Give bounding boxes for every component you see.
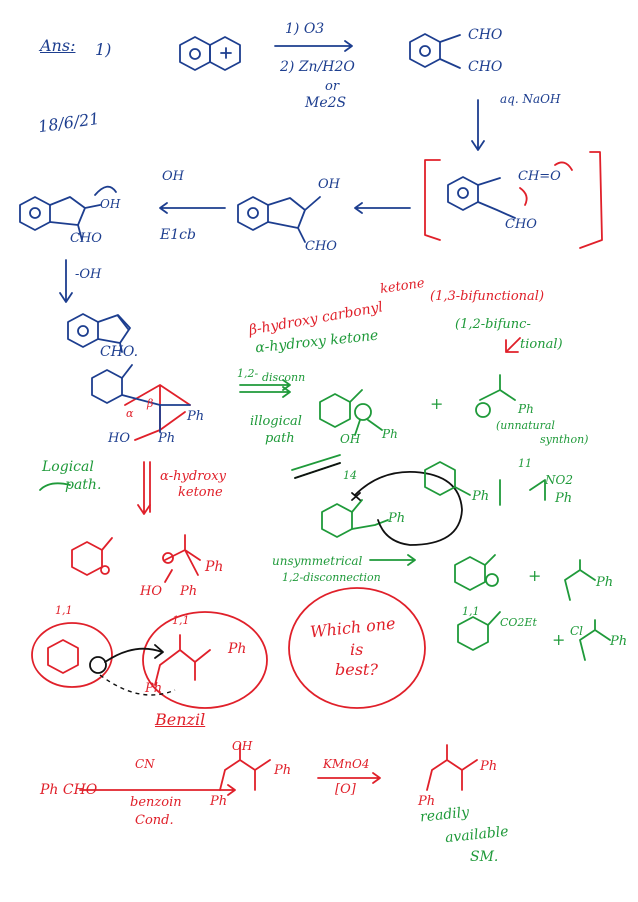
blue-structures bbox=[19, 33, 485, 353]
benzil-ph: Ph bbox=[228, 641, 247, 657]
naoh-reagent: aq. NaOH bbox=[500, 92, 561, 106]
zinc-water-step: 2) Zn/H2O bbox=[280, 59, 355, 75]
beta-position: β bbox=[147, 397, 154, 410]
tional-continuation: tional) bbox=[520, 337, 563, 352]
benzil-ph-bottom: Ph bbox=[145, 681, 163, 696]
hydroxide-label: OH bbox=[162, 169, 184, 184]
black-underline bbox=[294, 462, 341, 479]
synthon-ho: HO bbox=[140, 584, 162, 599]
benzil-product-ph-right: Ph bbox=[480, 759, 498, 774]
dithiane-ph: Ph bbox=[472, 489, 490, 504]
kmno4-reagent: KMnO4 bbox=[323, 757, 370, 771]
is-text: is bbox=[350, 640, 364, 659]
synthon-label: synthon) bbox=[540, 433, 589, 446]
unnatural-label: (unnatural bbox=[496, 419, 555, 432]
one-three-bifunctional: (1,3-bifunctional) bbox=[430, 289, 545, 304]
benzoin-oh: OH bbox=[232, 739, 253, 753]
benzoin-ph-right: Ph bbox=[274, 763, 292, 778]
cation-oh: OH bbox=[340, 432, 361, 446]
condensation-label: Cond. bbox=[135, 813, 174, 828]
chloride: Cl bbox=[570, 624, 584, 638]
illogical-path: path bbox=[265, 431, 295, 446]
alpha-hydroxy-label: α-hydroxy bbox=[160, 469, 226, 484]
aldol-oh: OH bbox=[318, 177, 340, 192]
logical-label: Logical bbox=[42, 459, 94, 475]
enolate-aldehyde: CH=O bbox=[518, 169, 561, 184]
benzil-product-ph-left: Ph bbox=[418, 794, 436, 809]
or-label: or bbox=[325, 79, 340, 94]
enamine-ph: Ph bbox=[388, 511, 406, 526]
co2et-group: CO2Et bbox=[500, 616, 537, 629]
question-number: 1) bbox=[95, 40, 112, 59]
starting-material-label: SM. bbox=[470, 849, 499, 865]
synthon-label-a: 1,1 bbox=[55, 604, 73, 617]
target-ho: HO bbox=[108, 431, 130, 446]
aldol-cho: CHO bbox=[305, 239, 337, 254]
loss-of-hydroxide: -OH bbox=[75, 267, 102, 282]
dehydration-cho: CHO bbox=[70, 231, 102, 246]
plus-sign-2: + bbox=[528, 566, 542, 585]
enolate-ring-cho: CHO bbox=[505, 217, 537, 232]
synthon-label-b: 1,1 bbox=[172, 614, 190, 627]
dithiane-number-14: 14 bbox=[343, 469, 357, 482]
ketone-label: ketone bbox=[178, 485, 223, 500]
synthon-ph-bottom: Ph bbox=[180, 584, 198, 599]
disconnection-label: 1,2-disconnection bbox=[282, 571, 381, 584]
disconnection-word: disconn bbox=[262, 371, 306, 384]
benzil-label: Benzil bbox=[155, 710, 206, 729]
plus-sign: + bbox=[430, 394, 444, 413]
final-product-cho: CHO. bbox=[100, 344, 139, 360]
me2s-reagent: Me2S bbox=[305, 95, 347, 111]
red-structures bbox=[31, 151, 603, 796]
dialdehyde-cho-bottom: CHO bbox=[468, 59, 503, 75]
nitro-group: NO2 bbox=[545, 473, 573, 487]
logical-path-label: path. bbox=[65, 477, 102, 493]
target-ph-right: Ph bbox=[187, 409, 205, 424]
alpha-position: α bbox=[126, 407, 134, 420]
benzoin-ph-left: Ph bbox=[210, 794, 228, 809]
benzaldehyde: Ph CHO bbox=[40, 782, 98, 798]
ans-label: Ans: bbox=[40, 36, 76, 55]
plus-sign-3: + bbox=[552, 630, 566, 649]
benzoin-label: benzoin bbox=[130, 795, 182, 810]
unsymmetrical-label: unsymmetrical bbox=[272, 554, 363, 568]
synthon-ph: Ph bbox=[205, 559, 224, 575]
nitro-number-11: 11 bbox=[518, 457, 532, 470]
acyl-anion-ph: Ph bbox=[518, 402, 534, 416]
ester-number-111: 1,1 bbox=[462, 605, 480, 618]
green-structures bbox=[39, 374, 611, 661]
oxidation-label: [O] bbox=[335, 782, 356, 797]
acyl-chloride-ph: Ph bbox=[610, 634, 628, 649]
one-two-bifunctional: (1,2-bifunc- bbox=[455, 317, 531, 332]
cyanide-catalyst: CN bbox=[135, 757, 155, 771]
dehydration-oh: OH bbox=[100, 197, 121, 211]
disconnection-number: 1,2- bbox=[237, 367, 259, 380]
best-text: best? bbox=[335, 660, 378, 679]
illogical-label: illogical bbox=[250, 414, 302, 429]
acylium-ph: Ph bbox=[596, 575, 614, 590]
target-ph-bottom: Ph bbox=[158, 431, 176, 446]
e1cb-label: E1cb bbox=[160, 227, 196, 243]
nitro-ph: Ph bbox=[555, 491, 573, 506]
ozone-step: 1) O3 bbox=[285, 21, 325, 37]
cation-ph: Ph bbox=[382, 427, 398, 441]
dialdehyde-cho-top: CHO bbox=[468, 27, 503, 43]
